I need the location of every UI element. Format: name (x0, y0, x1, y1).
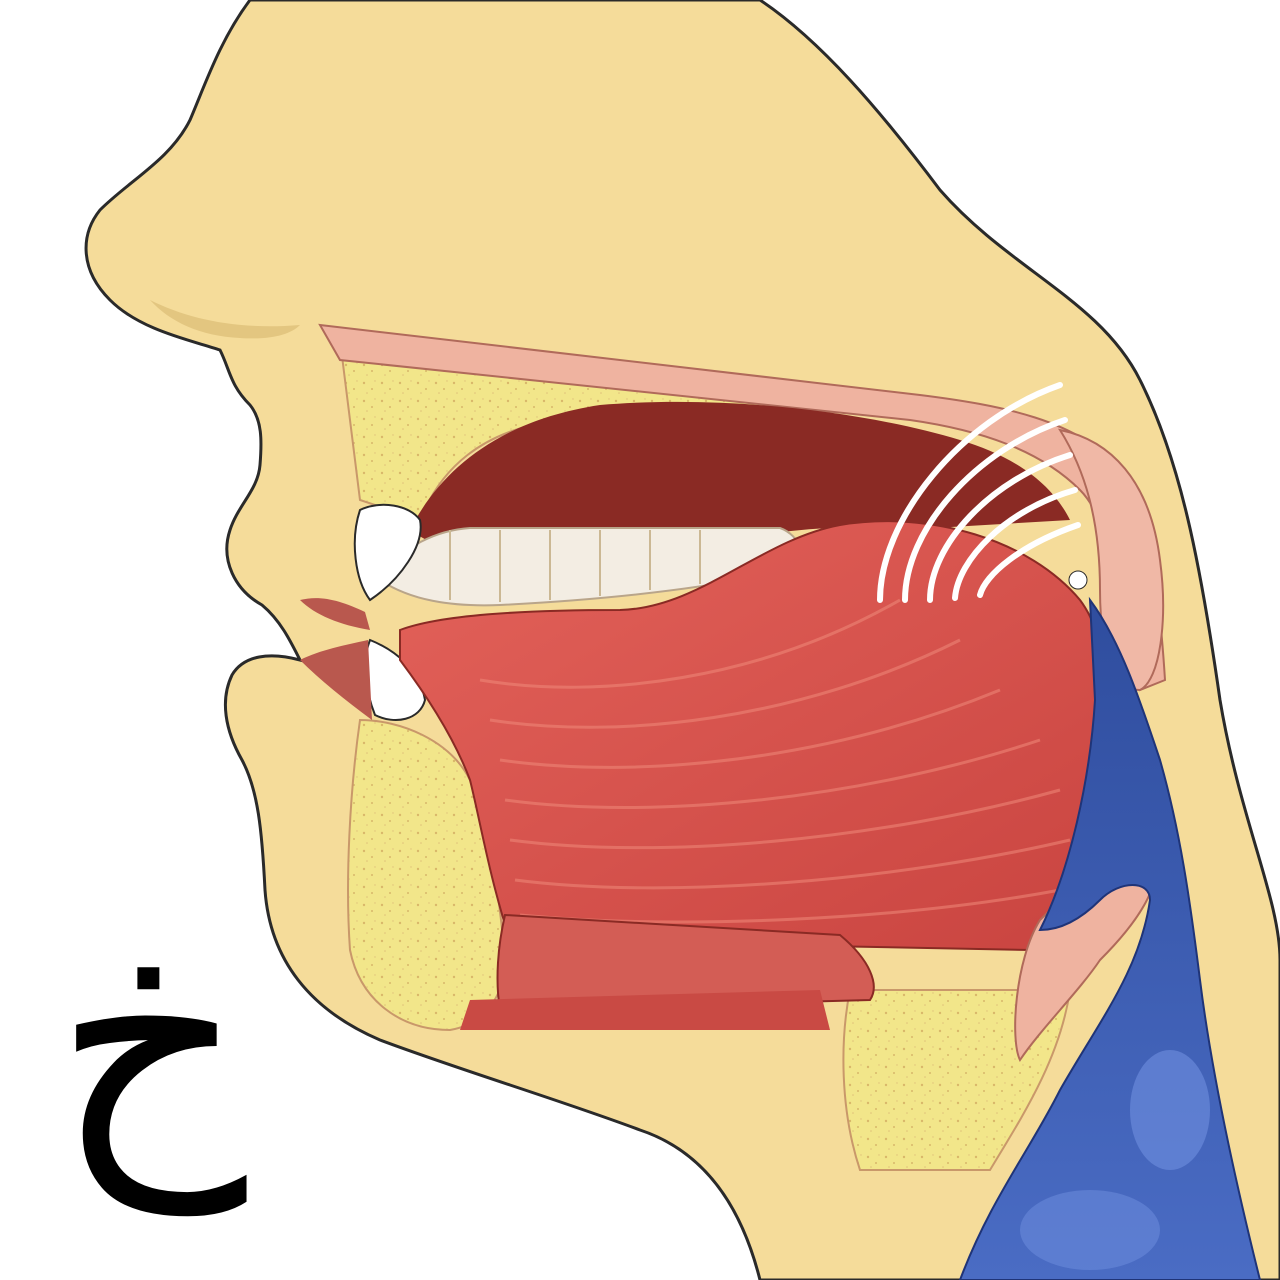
hard-palate (318, 323, 1167, 692)
tooth-lines (449, 530, 701, 602)
upper-lip (300, 598, 370, 630)
nose-shadow (150, 300, 300, 339)
hyoid-region (842, 989, 1072, 1171)
sound-waves-icon (877, 382, 1081, 603)
larynx-highlight (1130, 1050, 1210, 1170)
trachea-highlight (1020, 1190, 1160, 1270)
soft-palate (1057, 428, 1165, 692)
lower-lip (300, 640, 372, 720)
floor-of-mouth (496, 913, 875, 1012)
arabic-letter-label: خ (53, 865, 247, 1214)
upper-incisor (353, 503, 422, 602)
mouth-floor-membrane (460, 990, 830, 1030)
articulation-point-dot (1068, 570, 1088, 590)
